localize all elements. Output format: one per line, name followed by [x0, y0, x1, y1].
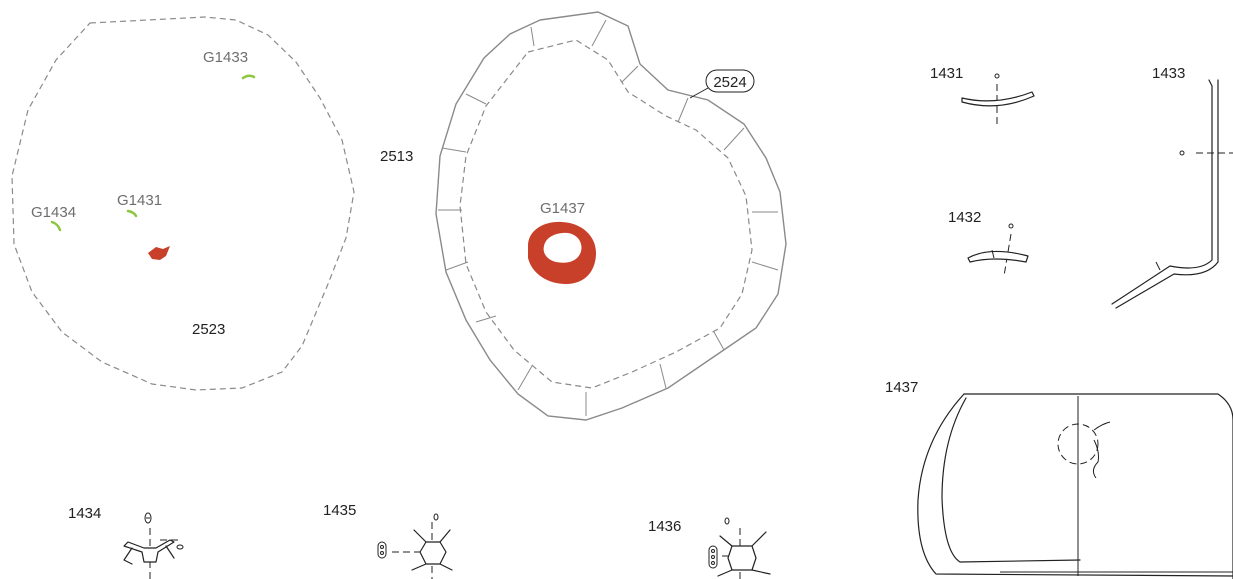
object-label-1437: 1437	[885, 379, 918, 396]
pit-outline-dashed	[11, 16, 355, 391]
curved-fragment-icon	[967, 250, 1029, 263]
find-label-g1431: G1431	[117, 192, 162, 209]
find-label-g1433: G1433	[203, 49, 248, 66]
object-1436: 1436	[648, 517, 771, 579]
pit-outline-inner	[459, 39, 753, 389]
object-label-1434: 1434	[68, 505, 101, 522]
object-label-1431: 1431	[930, 65, 963, 82]
four-arm-fitting-icon	[727, 545, 757, 571]
find-vessel-red	[528, 221, 596, 284]
object-label-1436: 1436	[648, 518, 681, 535]
object-1432: 1432	[948, 209, 1029, 277]
object-1431: 1431	[930, 65, 1035, 128]
find-label-g1437: G1437	[540, 200, 585, 217]
fill-label-box	[705, 69, 755, 93]
find-fragment-green	[50, 220, 62, 232]
cut-label-2513: 2513	[380, 148, 413, 165]
object-1435: 1435	[323, 502, 453, 579]
feature-label-2523: 2523	[192, 321, 225, 338]
fill-label-2524: 2524	[713, 74, 746, 91]
object-1437: 1437	[885, 379, 1233, 579]
plan-feature-2513: G1437 2513 2524	[380, 11, 787, 421]
plan-feature-2523: G1433 G1434 G1431 2523	[11, 16, 355, 391]
four-arm-fitting-icon	[123, 539, 175, 563]
object-label-1433: 1433	[1152, 65, 1185, 82]
curved-fragment-icon	[961, 91, 1035, 107]
vessel-profile-icon	[963, 393, 1233, 579]
slope-hachures	[438, 19, 779, 416]
four-arm-fitting-icon	[419, 541, 447, 565]
find-fragment-red	[148, 246, 170, 260]
object-label-1435: 1435	[323, 502, 356, 519]
object-label-1432: 1432	[948, 209, 981, 226]
pit-outline-outer	[435, 11, 787, 421]
object-1434: 1434	[68, 505, 184, 579]
leader-line	[689, 87, 709, 99]
find-fragment-green	[126, 209, 138, 218]
object-1433: 1433	[1111, 65, 1233, 309]
find-fragment-green	[241, 74, 256, 80]
find-label-g1434: G1434	[31, 204, 76, 221]
long-rod-icon	[1111, 79, 1213, 305]
